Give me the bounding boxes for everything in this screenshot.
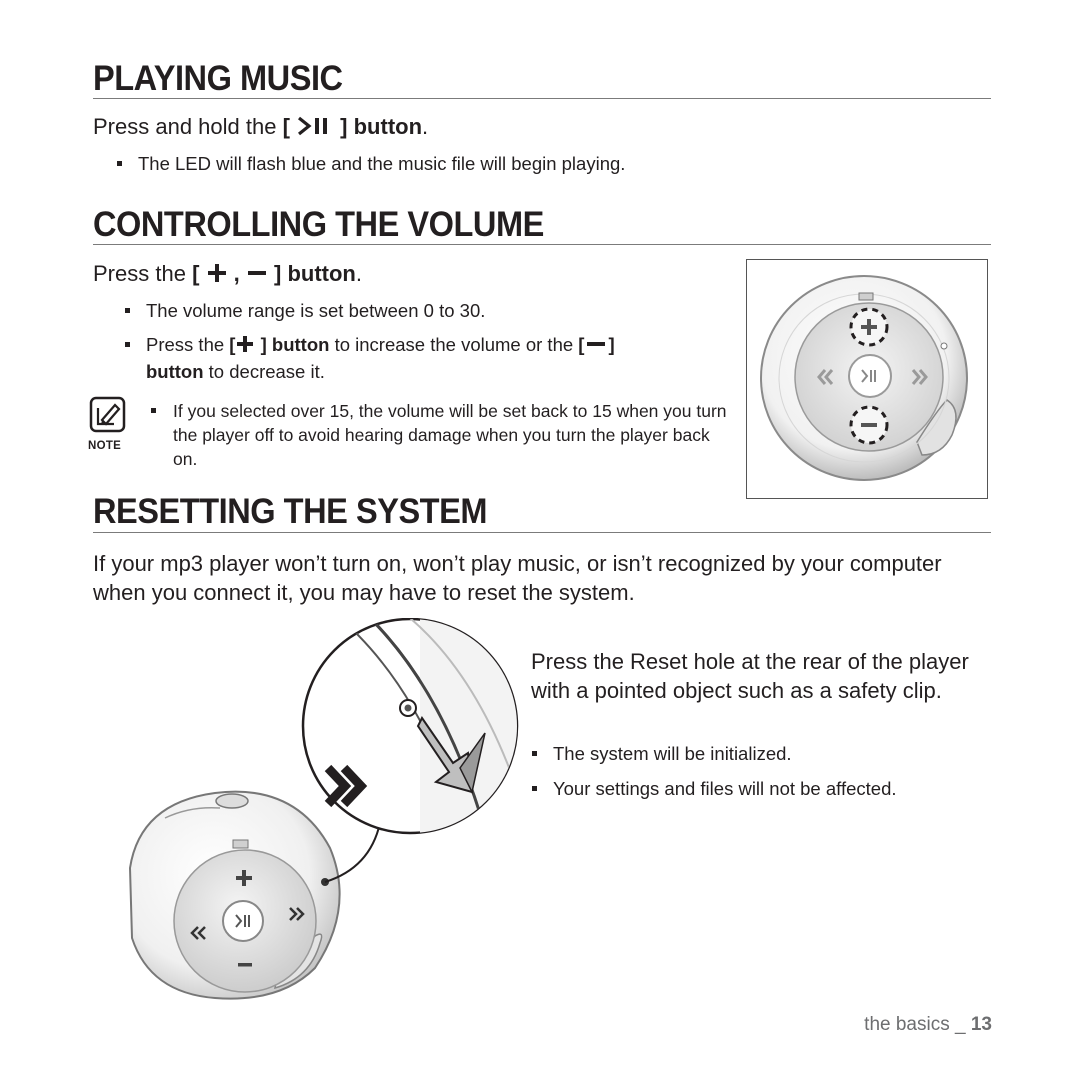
bullet-text: to decrease it. — [208, 360, 325, 382]
note-badge: NOTE — [88, 396, 128, 452]
heading-playing-music: PLAYING MUSIC — [93, 59, 343, 98]
section-rule — [93, 532, 991, 533]
note-icon — [88, 396, 128, 439]
bullet-text: The volume range is set between 0 to 30. — [146, 300, 486, 321]
volume-figure — [746, 259, 988, 499]
bullet-item: The volume range is set between 0 to 30. — [125, 299, 726, 324]
play-pause-icon — [861, 369, 876, 383]
plus-icon — [861, 319, 877, 335]
play-pause-icon — [296, 116, 334, 142]
bullet-text: Press the — [146, 334, 225, 355]
bullet-text: Your settings and files will not be affe… — [553, 778, 897, 799]
heading-resetting-system: RESETTING THE SYSTEM — [93, 492, 488, 531]
bullet-square — [125, 342, 130, 347]
bullet-item: Press the [ ] button to increase the vol… — [125, 333, 726, 385]
reset-illustration — [120, 617, 520, 1008]
footer-label: the basics _ — [864, 1014, 966, 1035]
reset-intro: If your mp3 player won’t turn on, won’t … — [93, 551, 942, 606]
bullet-item: The LED will flash blue and the music fi… — [117, 152, 788, 177]
bracket-open: [ — [578, 334, 585, 355]
lead-text: Press the — [93, 261, 186, 286]
bullet-square — [117, 161, 122, 166]
lead-text: Press and hold the — [93, 114, 277, 139]
minus-icon — [584, 335, 608, 360]
playing-lead: Press and hold the [ ] button. — [93, 114, 428, 142]
rewind-icon — [817, 369, 834, 385]
fast-forward-icon — [324, 764, 368, 808]
player-front-illustration — [760, 275, 968, 481]
button-word: ] button — [274, 261, 356, 286]
note-label: NOTE — [88, 440, 122, 452]
bracket-close: ] — [608, 334, 615, 355]
note-text: If you selected over 15, the volume will… — [173, 401, 727, 469]
comma: , — [233, 261, 240, 286]
bracket-open: [ — [229, 334, 236, 355]
reset-instruction: Press the Reset hole at the rear of the … — [531, 649, 969, 704]
fast-forward-icon — [289, 907, 305, 921]
plus-icon — [206, 263, 228, 289]
lead-period: . — [355, 261, 362, 286]
bullet-square — [125, 308, 130, 313]
note-bullet: If you selected over 15, the volume will… — [151, 400, 733, 471]
lead-period: . — [422, 114, 429, 139]
button-word: ] button — [260, 334, 330, 355]
bullet-item: Your settings and files will not be affe… — [532, 777, 983, 802]
button-word: ] button — [340, 114, 423, 139]
bullet-square — [532, 751, 537, 756]
plus-icon — [236, 870, 252, 886]
bullet-text: The system will be initialized. — [553, 743, 792, 764]
bracket-open: [ — [192, 261, 200, 286]
bullet-text: The LED will flash blue and the music fi… — [138, 153, 626, 174]
bullet-item: The system will be initialized. — [532, 742, 983, 767]
page-footer: the basics _ 13 — [864, 1014, 992, 1036]
volume-lead: Press the [ , ] button. — [93, 261, 362, 289]
heading-controlling-volume: CONTROLLING THE VOLUME — [93, 205, 544, 244]
minus-icon — [238, 963, 252, 967]
section-rule — [93, 244, 991, 245]
bracket-open: [ — [282, 114, 290, 139]
minus-icon — [861, 423, 877, 427]
rewind-icon — [190, 926, 206, 940]
bullet-square — [151, 408, 156, 413]
play-pause-icon — [235, 914, 250, 928]
plus-icon — [235, 335, 255, 360]
minus-icon — [246, 263, 268, 289]
bullet-text: to increase the volume or the — [334, 334, 574, 355]
page-number: 13 — [970, 1014, 992, 1035]
button-word: button — [146, 360, 204, 382]
bullet-square — [532, 786, 537, 791]
section-rule — [93, 98, 991, 99]
fast-forward-icon — [911, 369, 928, 385]
